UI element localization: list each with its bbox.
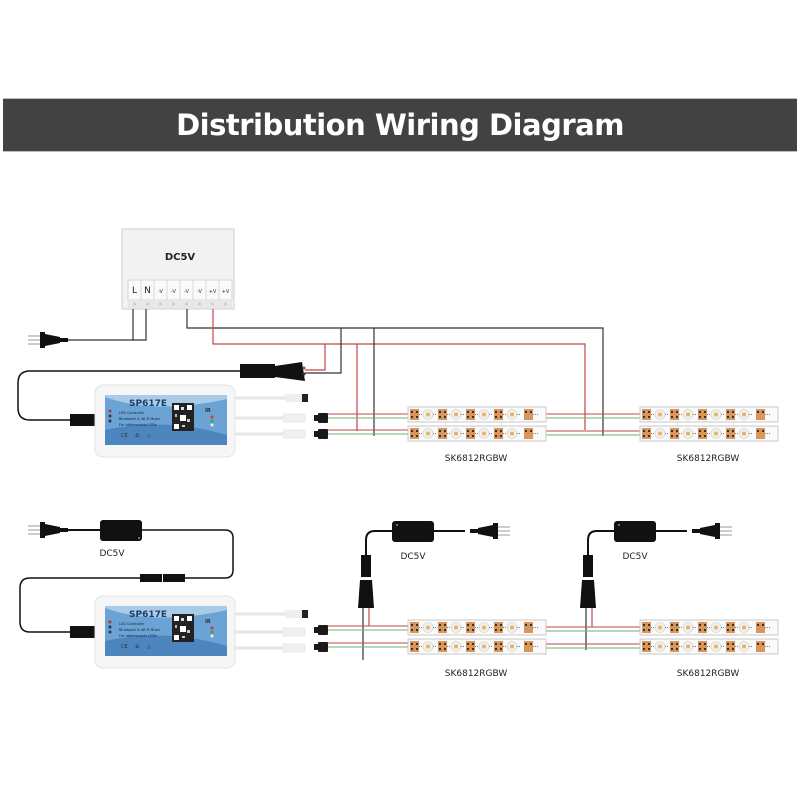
page-title: Distribution Wiring Diagram (176, 108, 624, 142)
controller-bottom: SP617E LED Controller Bluetooth & Wi-Fi … (94, 595, 328, 669)
ce-mark-icon: CE (121, 433, 128, 439)
adapter-label: DC5V (622, 552, 648, 562)
ce-mark-icon: CE (121, 644, 128, 650)
terminal-screw (146, 302, 149, 306)
controller-model: SP617E (129, 610, 167, 620)
svg-text:For addressable LEDs: For addressable LEDs (119, 634, 157, 638)
qr-code-icon (172, 614, 194, 642)
terminal-screw (159, 302, 162, 306)
weee-mark-icon: ♻ (135, 644, 140, 650)
terminal-label: -V (158, 289, 164, 295)
mains-plug (27, 309, 147, 349)
strip-label: SK6812RGBW (677, 669, 740, 679)
recycle-mark-icon: △ (147, 433, 151, 439)
svg-text:LED Controller: LED Controller (119, 411, 145, 415)
led-strip-2 (640, 407, 778, 441)
adapter-label: DC5V (400, 552, 426, 562)
svg-text:Bluetooth & Wi-Fi Music: Bluetooth & Wi-Fi Music (119, 417, 160, 421)
terminal-screw (172, 302, 175, 306)
svg-text:Bluetooth & Wi-Fi Music: Bluetooth & Wi-Fi Music (119, 628, 160, 632)
strip-label: SK6812RGBW (445, 669, 508, 679)
title-banner: Distribution Wiring Diagram (3, 98, 797, 152)
svg-text:For addressable LEDs: For addressable LEDs (119, 423, 157, 427)
adapter-3 (580, 521, 733, 650)
strip-wires-bottom (328, 625, 640, 649)
status-led-green (210, 630, 214, 634)
qr-code-icon (172, 403, 194, 431)
terminal-label: L (132, 286, 137, 296)
terminal-label: N (144, 286, 151, 296)
terminal-screw (133, 302, 136, 306)
terminal-label: +V (222, 289, 230, 295)
strip-label: SK6812RGBW (677, 454, 740, 464)
adapter-label: DC5V (99, 549, 125, 559)
recycle-mark-icon: △ (147, 644, 151, 650)
led-strip-3 (408, 620, 546, 654)
distribution-wires (186, 309, 604, 436)
strip-label: SK6812RGBW (445, 454, 508, 464)
terminal-screw (211, 302, 214, 306)
terminal-label: -V (184, 289, 190, 295)
terminal-label: -V (171, 289, 177, 295)
adapter-2 (358, 521, 511, 660)
terminal-screw (185, 302, 188, 306)
led-strip-4 (640, 620, 778, 654)
ir-label: IR (205, 408, 211, 414)
status-led-red (210, 626, 214, 630)
strip-wires-top (328, 413, 640, 436)
adapter-1 (19, 520, 234, 638)
ir-label: IR (205, 619, 211, 625)
terminal-screw (198, 302, 201, 306)
status-led-red (210, 415, 214, 419)
status-led-green (210, 419, 214, 423)
led-strip-1 (408, 407, 546, 441)
terminal-screw (224, 302, 227, 306)
weee-mark-icon: ♻ (135, 433, 140, 439)
terminal-label: -V (197, 289, 203, 295)
svg-text:LED Controller: LED Controller (119, 622, 145, 626)
status-led-white (210, 634, 214, 638)
status-led-white (210, 423, 214, 427)
controller-model: SP617E (129, 399, 167, 409)
terminal-label: +V (209, 289, 217, 295)
power-supply-label: DC5V (165, 252, 196, 263)
controller-top: SP617E LED Controller Bluetooth & Wi-Fi … (17, 362, 328, 458)
